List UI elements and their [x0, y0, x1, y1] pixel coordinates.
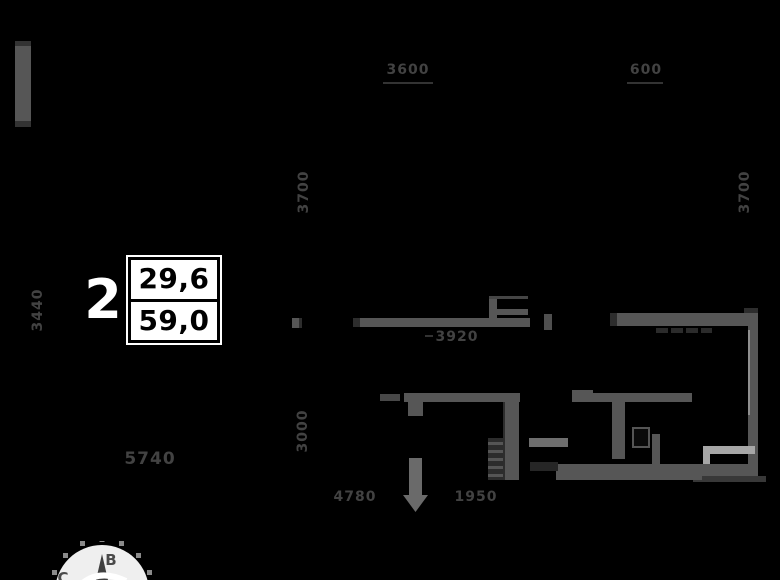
window-bottom-right [693, 446, 766, 482]
dim-bottom-left: 5740 [124, 449, 176, 469]
dimension-ticks [383, 82, 663, 337]
dim-top-center: 3600 [386, 62, 430, 78]
wall-bottom [529, 438, 702, 480]
dim-bottom-center-right: 1950 [454, 489, 498, 505]
dim-upper-left-v: 3700 [296, 170, 312, 214]
dim-top-right: 600 [629, 62, 663, 78]
dim-far-left-v: 3440 [30, 288, 46, 332]
compass-ticks [52, 541, 152, 575]
living-area-value: 29,6 [131, 260, 217, 302]
compass-needle-icon [81, 554, 128, 580]
compass-rose: В С [50, 541, 154, 580]
total-area-value: 59,0 [138, 303, 210, 337]
wall-segment-top-left [15, 41, 31, 127]
rooms-count: 2 [78, 257, 128, 343]
apartment-info-box: 2 29,6 59,0 [78, 257, 220, 343]
wall-upper-row [292, 296, 552, 330]
wall-lower-middle [572, 390, 692, 472]
wall-lower-left-top [380, 393, 520, 416]
dim-upper-right-v: 3700 [737, 170, 753, 214]
wall-right-outer [748, 326, 758, 481]
compass-north-letter: С [57, 569, 68, 580]
dim-lower-left-v: 3000 [295, 409, 311, 453]
wall-center-vertical [488, 400, 519, 480]
area-values-box: 29,6 59,0 [128, 257, 220, 343]
dim-center-width: 3920 [435, 329, 479, 345]
compass-east-letter: В [105, 551, 116, 569]
dim-bottom-center-left: 4780 [333, 489, 377, 505]
wall-upper-right-band [610, 308, 758, 333]
entrance-arrow-icon [403, 458, 428, 512]
